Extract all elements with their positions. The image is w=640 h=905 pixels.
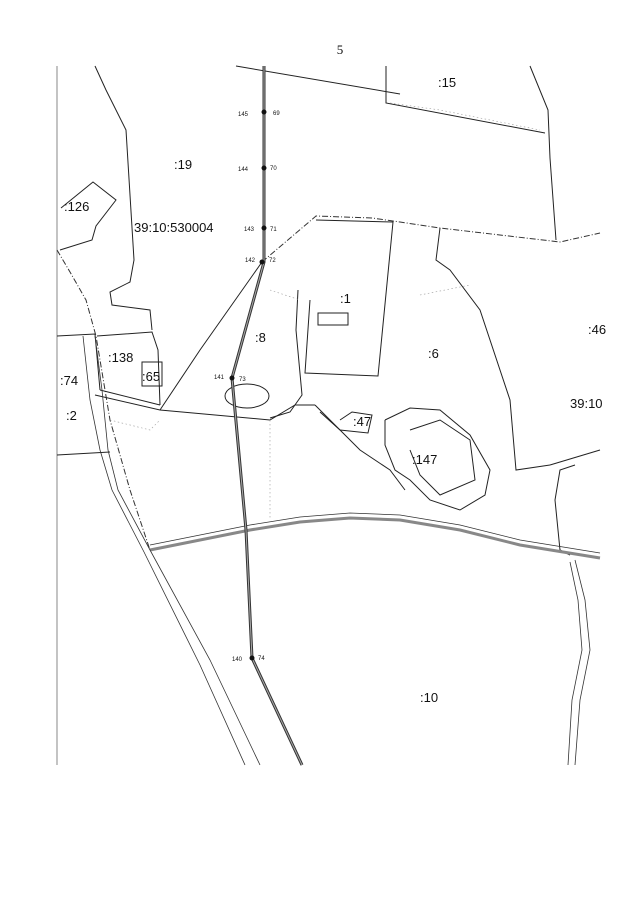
parcel-label: :147 bbox=[412, 452, 437, 467]
boundary-15 bbox=[385, 66, 546, 134]
boundary-15-east bbox=[529, 65, 557, 241]
boundary-2 bbox=[56, 451, 111, 456]
boundary-dashed-west bbox=[56, 249, 151, 551]
building-65 bbox=[141, 361, 163, 387]
boundary-147 bbox=[384, 407, 491, 511]
parcel-label: 39:10 bbox=[570, 396, 603, 411]
boundary-8-east bbox=[269, 289, 303, 419]
route-point-right-label: 70 bbox=[270, 166, 277, 172]
parcel-label: :19 bbox=[174, 157, 192, 172]
parcel-label: :1 bbox=[340, 291, 351, 306]
parcel-label: :6 bbox=[428, 346, 439, 361]
boundary-147-link bbox=[314, 404, 406, 491]
page-number: 5 bbox=[336, 42, 344, 57]
dotted-2 bbox=[269, 289, 301, 301]
route-point-marker bbox=[229, 375, 235, 381]
parcel-label: :2 bbox=[66, 408, 77, 423]
route-point-left-label: 144 bbox=[238, 167, 249, 173]
boundary-1 bbox=[304, 219, 394, 377]
parcel-label: :47 bbox=[353, 414, 371, 429]
road-west-2 bbox=[82, 335, 246, 766]
route-point-marker bbox=[249, 655, 255, 661]
boundary-126 bbox=[59, 181, 117, 251]
route-point-left-label: 145 bbox=[238, 112, 249, 118]
boundary-6-east bbox=[435, 227, 551, 471]
boundary-19-west bbox=[94, 65, 153, 331]
route-point-right-label: 73 bbox=[239, 377, 246, 383]
route-point-marker bbox=[259, 259, 265, 265]
parcel-label: 39:10:530004 bbox=[134, 220, 214, 235]
boundary-dashed-north bbox=[261, 215, 601, 263]
boundary-46 bbox=[549, 449, 601, 466]
route-point-marker bbox=[261, 109, 267, 115]
route-point-left-label: 141 bbox=[214, 375, 225, 381]
parcel-label: :15 bbox=[438, 75, 456, 90]
route-point-marker bbox=[261, 225, 267, 231]
parcel-label: :74 bbox=[60, 373, 78, 388]
road-west-1 bbox=[94, 335, 261, 766]
dotted-5 bbox=[109, 419, 161, 431]
parcel-label: :46 bbox=[588, 322, 606, 337]
boundary-north bbox=[235, 65, 401, 95]
road-main-edge bbox=[149, 512, 601, 554]
pond-8 bbox=[224, 383, 270, 409]
boundary-8 bbox=[159, 261, 263, 411]
parcel-label: :126 bbox=[64, 199, 89, 214]
route-point-left-label: 140 bbox=[232, 657, 243, 663]
route-point-right-label: 72 bbox=[269, 258, 276, 264]
parcel-label: :138 bbox=[108, 350, 133, 365]
route-point-marker bbox=[261, 165, 267, 171]
boundary-6-south bbox=[554, 464, 576, 556]
building-1 bbox=[317, 312, 349, 326]
dotted-1 bbox=[389, 102, 541, 131]
boundary-138 bbox=[96, 331, 161, 406]
road-main bbox=[149, 516, 601, 560]
road-central-2 bbox=[99, 389, 161, 406]
road-east bbox=[574, 559, 591, 766]
road-east-2 bbox=[567, 561, 583, 766]
route-point-right-label: 69 bbox=[273, 111, 280, 117]
boundary-74 bbox=[56, 333, 101, 391]
parcel-label: :65 bbox=[142, 369, 160, 384]
parcel-label: :10 bbox=[420, 690, 438, 705]
parcel-label: :8 bbox=[255, 330, 266, 345]
route-point-left-label: 143 bbox=[244, 227, 255, 233]
route-point-right-label: 71 bbox=[270, 227, 277, 233]
road-central bbox=[94, 394, 315, 421]
route-point-right-label: 74 bbox=[258, 656, 265, 662]
dotted-3 bbox=[419, 284, 471, 296]
route-point-left-label: 142 bbox=[245, 258, 256, 264]
boundary-147-inner bbox=[409, 419, 476, 496]
